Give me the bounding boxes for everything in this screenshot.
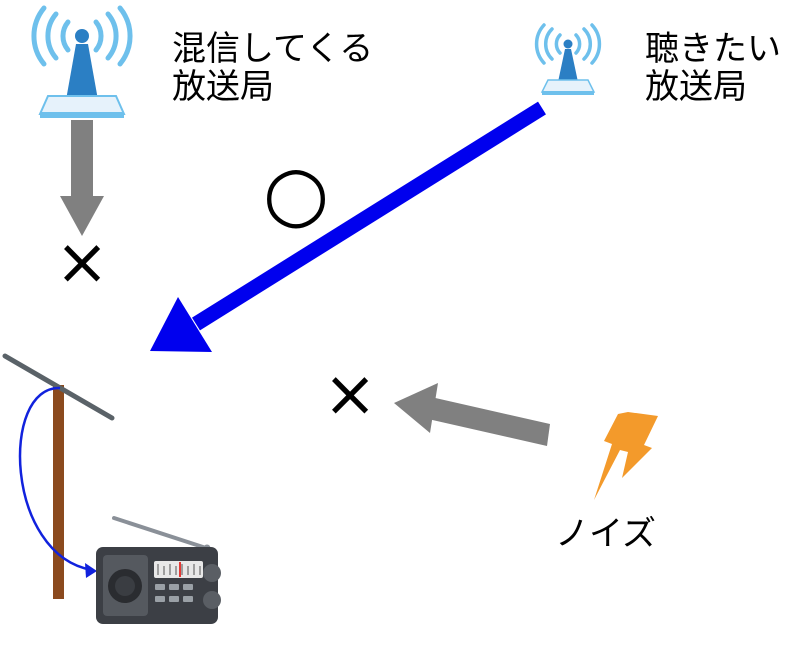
ng-mark-interfering: × [55,226,109,300]
desired-station-label-line-1: 聴きたい [645,29,781,69]
radio-receiver-icon [96,516,221,624]
desired-station-label: 聴きたい 放送局 [645,30,781,106]
desired-signal-arrow [150,101,546,352]
desired-station-tower-icon [534,23,602,95]
desired-station-label-line-2: 放送局 [645,67,747,107]
noise-signal-arrow [394,383,550,446]
interfering-station-label-line-1: 混信してくる [172,29,374,69]
ok-mark: ○ [263,148,329,237]
interfering-station-label: 混信してくる 放送局 [172,30,373,106]
noise-label: ノイズ [555,514,656,554]
interfering-signal-arrow [60,120,104,236]
ng-mark-noise: × [323,358,377,432]
interfering-station-tower-icon [31,5,133,118]
antenna-cable [18,386,97,578]
noise-lightning-icon [594,412,658,500]
interfering-station-label-line-2: 放送局 [172,67,274,107]
